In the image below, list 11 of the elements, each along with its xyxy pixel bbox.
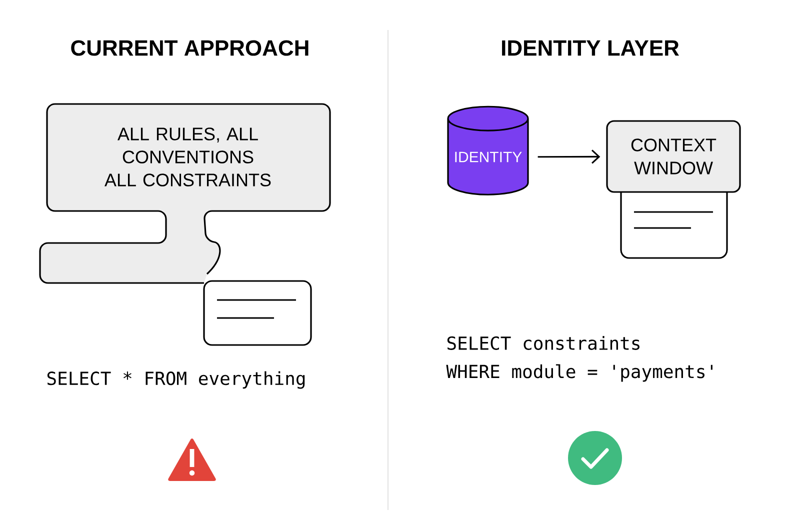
code-text: WHERE module = 'payments' [446, 364, 712, 382]
speech-bubble: ALL RULES, ALL CONVENTIONS ALL CONSTRAINTS [39, 103, 331, 284]
arrow [538, 150, 600, 164]
context-window-box: CONTEXT WINDOW [606, 120, 741, 193]
code-text: SELECT constraints [447, 336, 640, 350]
document-box [203, 280, 312, 346]
heading: IDENTITY LAYER [502, 40, 680, 56]
document-box [620, 192, 728, 259]
code-text: SELECT * FROM everything [47, 371, 305, 389]
heading: CURRENT APPROACH [71, 40, 308, 56]
database-cylinder: IDENTITY [447, 106, 529, 196]
